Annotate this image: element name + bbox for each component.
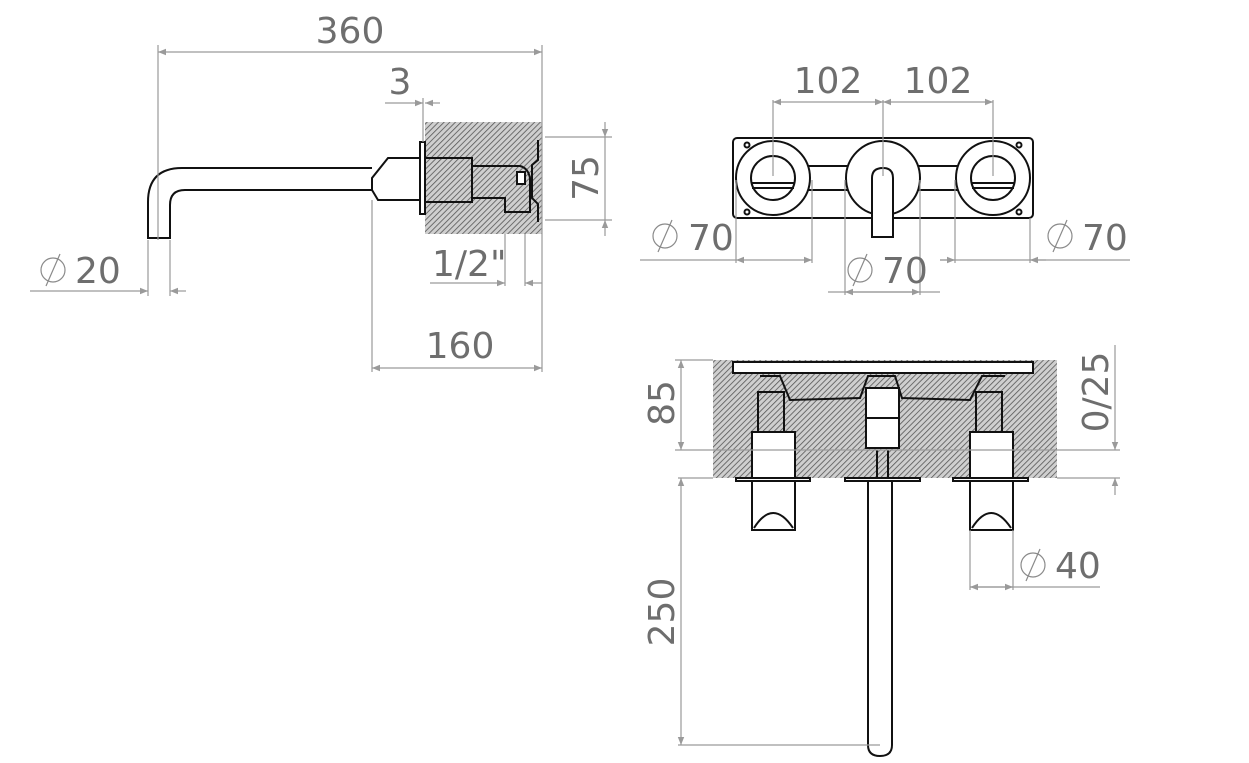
spout-top — [867, 480, 893, 758]
top-view: 85 0/25 250 40 — [642, 345, 1120, 758]
dim-diameter-20-label: 20 — [75, 251, 121, 292]
back-fitting — [531, 140, 539, 222]
dim-diameter-70-left-label: 70 — [688, 218, 734, 259]
dim-102-left-label: 102 — [794, 61, 863, 102]
dim-360-label: 360 — [316, 11, 385, 52]
right-handle — [969, 480, 1014, 531]
spout — [147, 167, 372, 239]
diameter-icon — [40, 253, 66, 287]
valve-body — [424, 157, 473, 203]
dim-thread-label: 1/2" — [432, 244, 507, 285]
dim-160-label: 160 — [426, 326, 495, 367]
dim-diameter-70-center-label: 70 — [882, 251, 928, 292]
left-handle — [751, 480, 796, 531]
diameter-icon — [652, 219, 678, 253]
spout-front — [871, 166, 894, 238]
dim-diameter-40-label: 40 — [1055, 546, 1101, 587]
front-view: 102 102 70 70 70 — [640, 61, 1130, 296]
back-plate-section — [732, 361, 1034, 374]
diameter-icon — [1047, 219, 1073, 253]
nut — [516, 171, 526, 185]
dim-102-right-label: 102 — [904, 61, 973, 102]
diameter-icon — [1020, 548, 1046, 582]
dim-75-label: 75 — [566, 155, 607, 201]
side-view: 360 3 75 20 1/2" 160 — [30, 11, 612, 372]
dim-0-25-label: 0/25 — [1076, 352, 1117, 433]
dim-250-label: 250 — [642, 578, 683, 647]
dim-85-label: 85 — [642, 380, 683, 426]
diameter-icon — [847, 253, 873, 287]
left-valve — [751, 431, 796, 479]
center-valve — [865, 417, 900, 449]
dim-diameter-70-right-label: 70 — [1082, 218, 1128, 259]
valve-outlet — [472, 165, 531, 213]
internal-body — [760, 375, 1005, 402]
dim-3-label: 3 — [389, 62, 412, 103]
spout-collar — [371, 157, 421, 201]
right-valve — [969, 431, 1014, 479]
